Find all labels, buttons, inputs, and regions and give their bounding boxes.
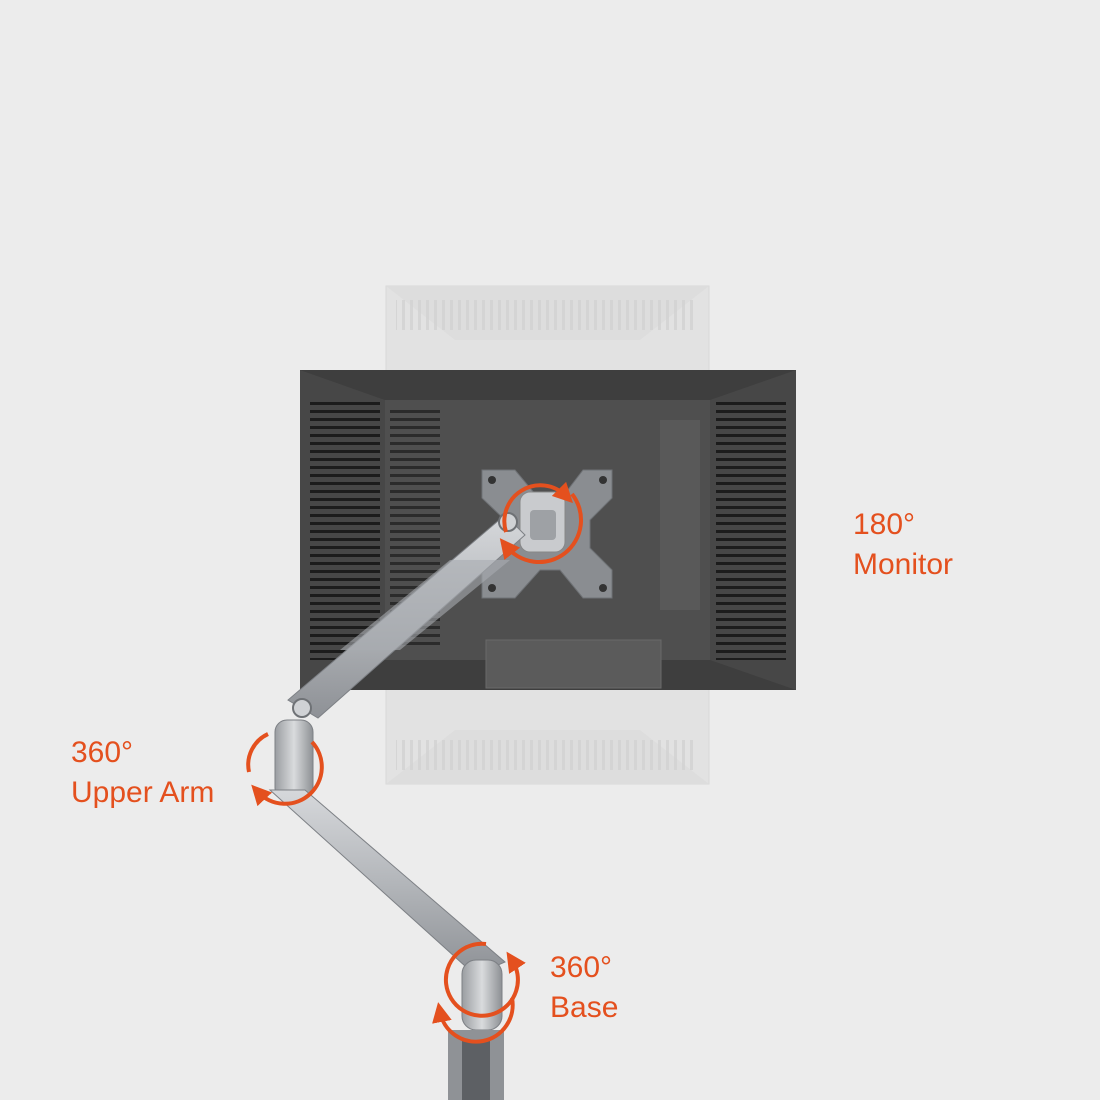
upper-arm-name: Upper Arm [71, 776, 215, 809]
base-name: Base [550, 991, 619, 1024]
base-rotation-label: 360° Base [550, 948, 618, 1028]
upper-arm-degrees: 360° [71, 736, 134, 769]
base-degrees: 360° [550, 951, 613, 984]
monitor-degrees: 180° [853, 508, 916, 541]
lower-arm [268, 789, 506, 976]
monitor-name: Monitor [853, 548, 954, 581]
base-pole [448, 959, 504, 1100]
rotation-arrow-icon-monitor [499, 481, 583, 564]
rotation-arrow-icon-upper-arm [246, 732, 324, 807]
rating-label [485, 639, 662, 689]
upper-arm-rotation-label: 360° Upper Arm [71, 733, 214, 813]
rotation-arrow-icon-base [432, 941, 526, 1044]
upper-arm-joint [274, 719, 314, 801]
vesa-mount-icon [481, 469, 613, 599]
gas-spring-arm [287, 512, 526, 719]
monitor-landscape [300, 370, 796, 690]
monitor-rotation-label: 180° Monitor [853, 505, 953, 585]
